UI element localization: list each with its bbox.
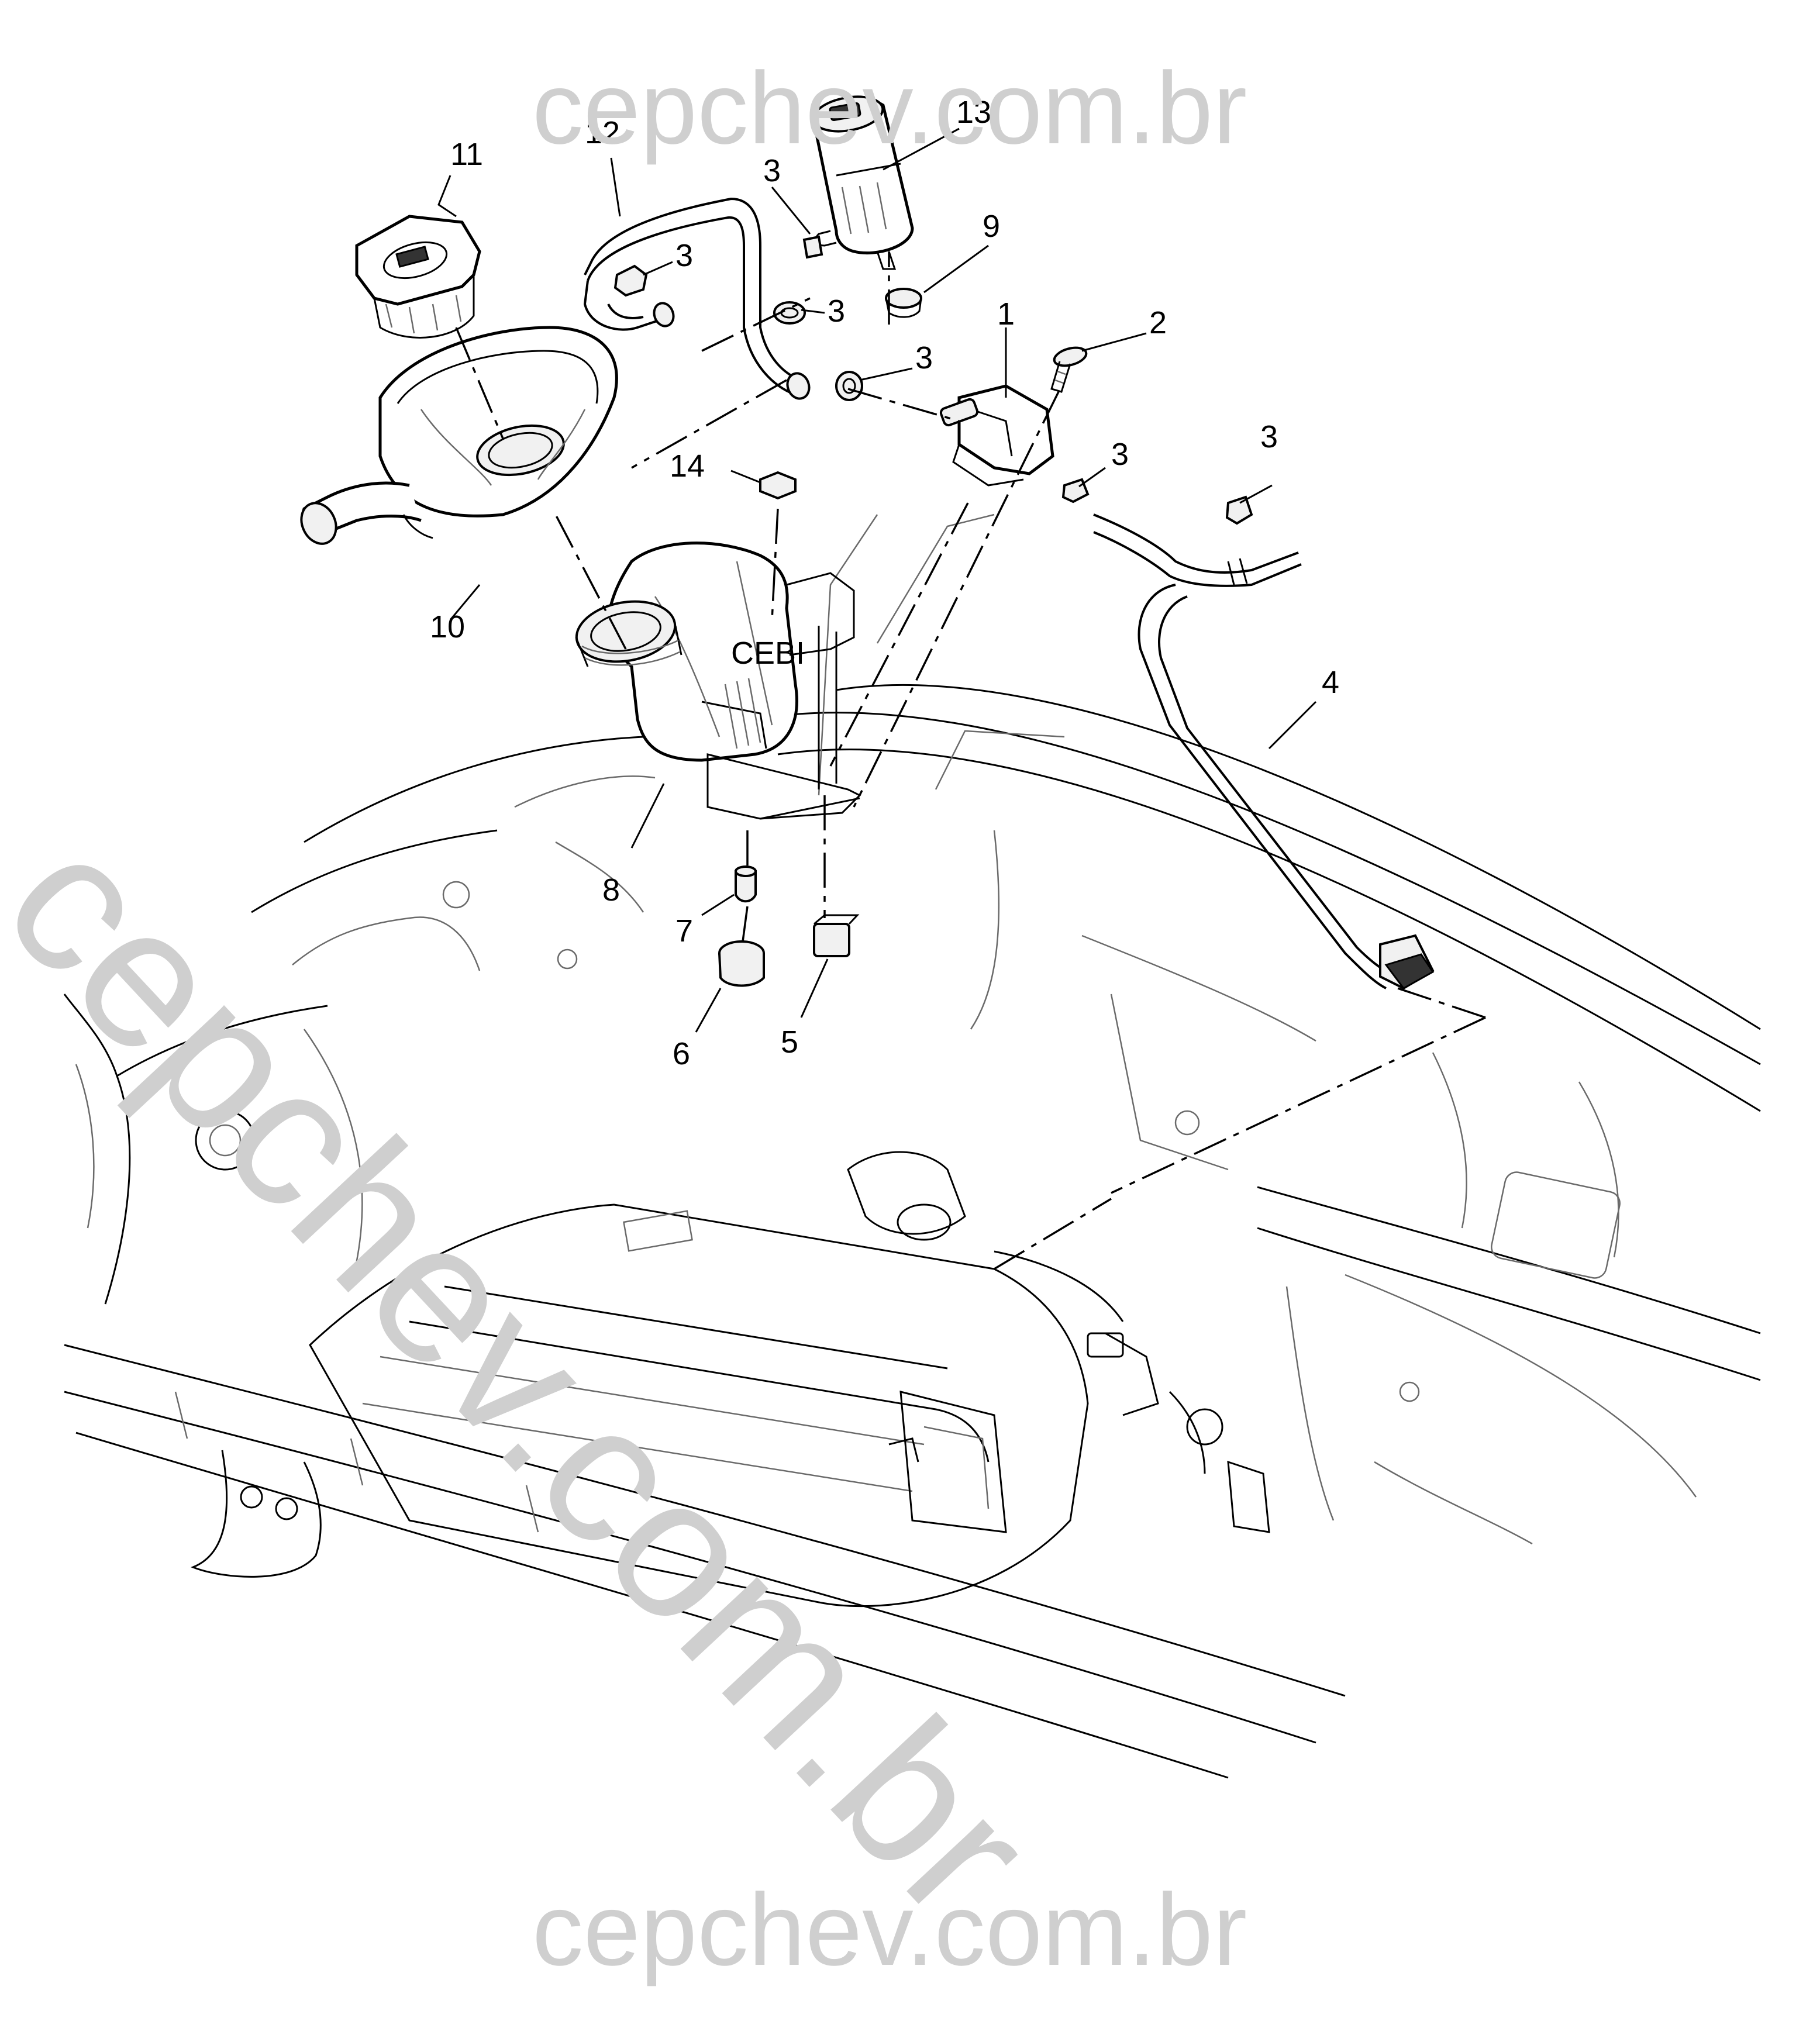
small-parts bbox=[718, 471, 860, 987]
callout-6: 6 bbox=[673, 1036, 690, 1071]
callout-labels: 11 12 13 3 3 3 3 9 1 2 3 3 14 10 4 8 7 6… bbox=[430, 95, 1339, 1071]
reservoir-brand-label: CEBI bbox=[731, 636, 805, 671]
washer-pump bbox=[811, 95, 914, 270]
callout-1: 1 bbox=[997, 296, 1015, 332]
pump-grommet bbox=[885, 288, 922, 318]
watermark-top: cepchev.com.br bbox=[532, 51, 1247, 165]
engine-block bbox=[309, 1151, 1270, 1608]
callout-8: 8 bbox=[602, 872, 620, 908]
callout-13: 13 bbox=[956, 95, 991, 130]
leader-lines bbox=[437, 127, 1486, 1270]
callout-14: 14 bbox=[670, 449, 705, 484]
callout-3b: 3 bbox=[675, 238, 693, 273]
washer-hose-4 bbox=[1093, 513, 1435, 990]
bolt-2 bbox=[1050, 346, 1088, 393]
watermark-bottom: cepchev.com.br bbox=[532, 1873, 1247, 1987]
callout-10: 10 bbox=[430, 609, 465, 644]
callout-7: 7 bbox=[675, 913, 693, 949]
callout-9: 9 bbox=[983, 209, 1000, 244]
washer-nozzle-bracket bbox=[939, 384, 1054, 487]
washer-hose-12 bbox=[583, 197, 811, 400]
callout-11: 11 bbox=[450, 137, 483, 172]
washer-fluid-reservoir bbox=[575, 542, 861, 820]
callout-3f: 3 bbox=[1260, 419, 1278, 454]
callout-3d: 3 bbox=[915, 340, 933, 375]
callout-4: 4 bbox=[1322, 665, 1339, 700]
callout-2: 2 bbox=[1149, 305, 1167, 340]
hose-clips bbox=[613, 235, 1253, 525]
vehicle-front-structure bbox=[63, 513, 1761, 1779]
callout-3c: 3 bbox=[828, 294, 845, 329]
filler-cap bbox=[355, 215, 481, 339]
callout-3e: 3 bbox=[1111, 437, 1129, 472]
callout-5: 5 bbox=[781, 1025, 798, 1060]
callout-12: 12 bbox=[585, 115, 620, 150]
filler-funnel bbox=[300, 326, 618, 545]
callout-3a: 3 bbox=[763, 153, 781, 188]
